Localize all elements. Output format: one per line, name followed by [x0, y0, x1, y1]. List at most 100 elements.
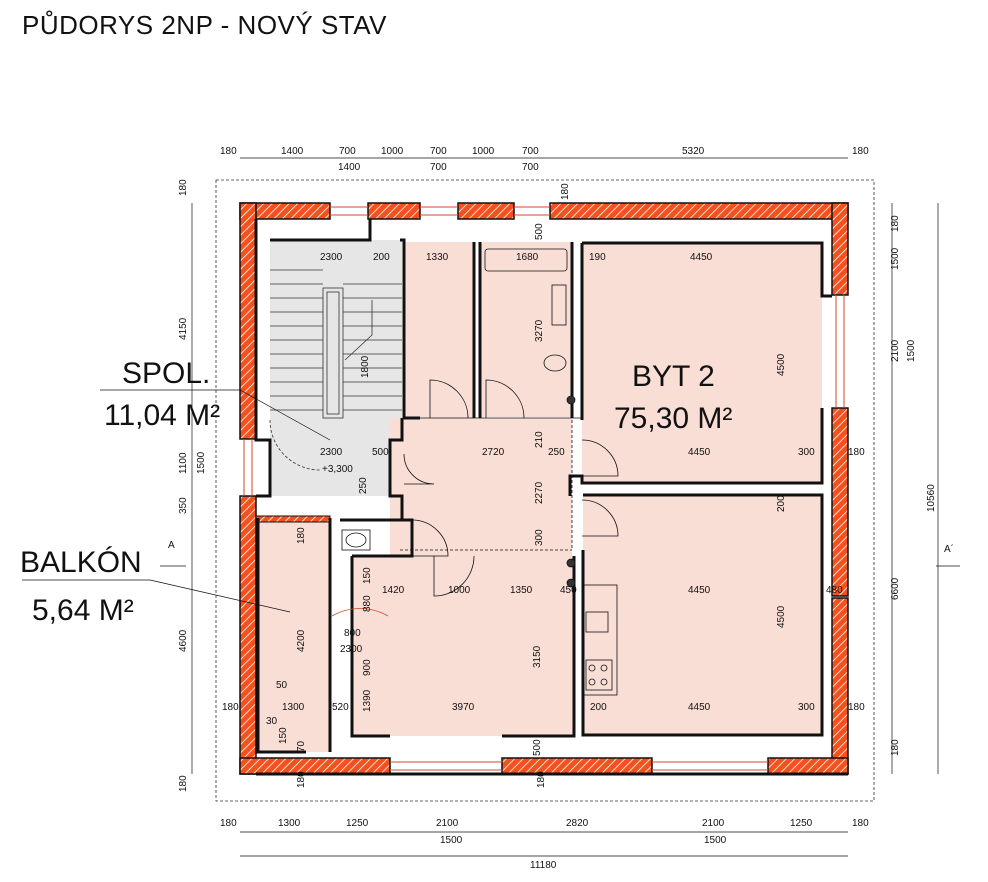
room-fills [258, 240, 823, 752]
dim-v-150-b: 150 [278, 727, 289, 744]
wall-top-2 [367, 202, 421, 220]
dim-bottom-6: 2100 [702, 818, 725, 829]
dim-in-2: 200 [373, 252, 390, 263]
dim-bottom-5: 2820 [566, 818, 589, 829]
wall-top-4 [549, 202, 849, 220]
wall-right-1 [831, 202, 849, 296]
wall-right-2 [831, 407, 849, 597]
dim-in-22: 1420 [382, 585, 405, 596]
room-bottom-left-fill [352, 556, 574, 736]
windows [243, 206, 845, 771]
dim-v-500: 500 [534, 223, 545, 240]
dim-in-27: 480 [826, 585, 843, 596]
thin-lines [341, 248, 618, 696]
dim-v-250: 250 [358, 477, 369, 494]
dim-v-180-b1: 180 [296, 771, 307, 788]
dim-left-3: 1100 [178, 452, 189, 474]
byt2-name: BYT 2 [632, 360, 715, 393]
wall-bottom-3 [767, 757, 849, 775]
vertical-dimension-texts: 180 4150 1100 1500 350 4600 180 180 1500… [178, 179, 937, 792]
door-swings [331, 379, 619, 617]
dim-v-900: 900 [362, 659, 373, 676]
dim-v-180-b2: 180 [536, 771, 547, 788]
dim-in-37: 30 [266, 716, 278, 727]
dim-v-1800: 1800 [360, 355, 371, 378]
dim-v-3270: 3270 [534, 319, 545, 342]
dim-in-42: 200 [590, 702, 607, 713]
dim-bottom-4: 2100 [436, 818, 459, 829]
room-small-fill [404, 242, 474, 418]
dim-bottom-3: 1250 [346, 818, 369, 829]
dim-v-1390: 1390 [362, 689, 373, 712]
dim-v-210: 210 [534, 431, 545, 448]
wall-left-1 [239, 202, 257, 440]
dim-v-4200: 4200 [296, 629, 307, 652]
dim-in-17: 180 [848, 447, 865, 458]
dim-in-16: 300 [798, 447, 815, 458]
dim-v-880: 880 [362, 595, 373, 612]
dim-in-44: 300 [798, 702, 815, 713]
interior-walls [254, 219, 848, 776]
wall-bottom-2 [501, 757, 653, 775]
dim-right-total: 10560 [926, 484, 937, 512]
dim-v-top-180: 180 [560, 183, 571, 200]
hall-fill [390, 418, 572, 558]
dim-v-150: 150 [362, 567, 373, 584]
dim-bottom-8: 180 [852, 818, 869, 829]
dim-in-36: 50 [276, 680, 288, 691]
dim-right-5: 6600 [890, 577, 901, 600]
byt2-area: 75,30 M² [614, 402, 732, 435]
section-mark-left: A [168, 540, 175, 551]
dim-top-inner-1: 1400 [338, 162, 361, 173]
dim-top-5: 700 [430, 146, 447, 157]
dim-in-15: 4450 [688, 447, 711, 458]
dim-in-10: 2300 [320, 447, 343, 458]
dim-in-45: 180 [848, 702, 865, 713]
dim-bottom-1: 180 [220, 818, 237, 829]
dim-v-200: 200 [776, 495, 787, 512]
dimension-lines [22, 157, 960, 857]
wall-top-3 [457, 202, 515, 220]
dim-in-3: 1330 [426, 252, 449, 263]
dim-v-4500-b: 4500 [776, 605, 787, 628]
dim-in-6: 4450 [690, 252, 713, 263]
dim-left-5: 350 [178, 497, 189, 514]
dim-bottom-7: 1250 [790, 818, 813, 829]
dim-right-1: 180 [890, 215, 901, 232]
dim-top-inner-2: 700 [430, 162, 447, 173]
dim-left-180-mid: 180 [222, 702, 239, 713]
balkon-rail [255, 515, 331, 523]
dim-v-2270: 2270 [534, 481, 545, 504]
dim-top-1: 180 [220, 146, 237, 157]
bathroom-fill [480, 242, 572, 417]
dim-v-180-balkon: 180 [296, 527, 307, 544]
byt2-fill [582, 243, 822, 483]
dim-in-32: 2300 [340, 644, 363, 655]
dim-top-7: 700 [522, 146, 539, 157]
dim-in-1: 2300 [320, 252, 343, 263]
dim-left-6: 4600 [178, 629, 189, 652]
dim-left-2: 4150 [178, 317, 189, 340]
dim-in-38: 1300 [282, 702, 305, 713]
page-title: PŮDORYS 2NP - NOVÝ STAV [22, 10, 388, 40]
balkon-area: 5,64 M² [32, 594, 134, 627]
dim-right-2: 1500 [890, 247, 901, 270]
dim-right-3: 2100 [890, 339, 901, 362]
dim-in-14: 250 [548, 447, 565, 458]
dim-in-26: 4450 [688, 585, 711, 596]
balkon-fill [258, 518, 330, 752]
balkon-name: BALKÓN [20, 546, 142, 579]
dim-in-4: 1680 [516, 252, 539, 263]
stairs [269, 269, 402, 471]
dim-in-23: 1000 [448, 585, 471, 596]
exterior-walls [239, 202, 849, 775]
dim-top-2: 1400 [281, 146, 304, 157]
dim-v-70: 70 [296, 740, 307, 752]
dim-in-41: 3970 [452, 702, 475, 713]
dim-in-5: 190 [589, 252, 606, 263]
dim-in-43: 4450 [688, 702, 711, 713]
dim-v-3150: 3150 [532, 645, 543, 668]
spol-area: 11,04 M² [104, 399, 220, 432]
room-labels: SPOL. 11,04 M² BYT 2 75,30 M² BALKÓN 5,6… [20, 357, 954, 627]
